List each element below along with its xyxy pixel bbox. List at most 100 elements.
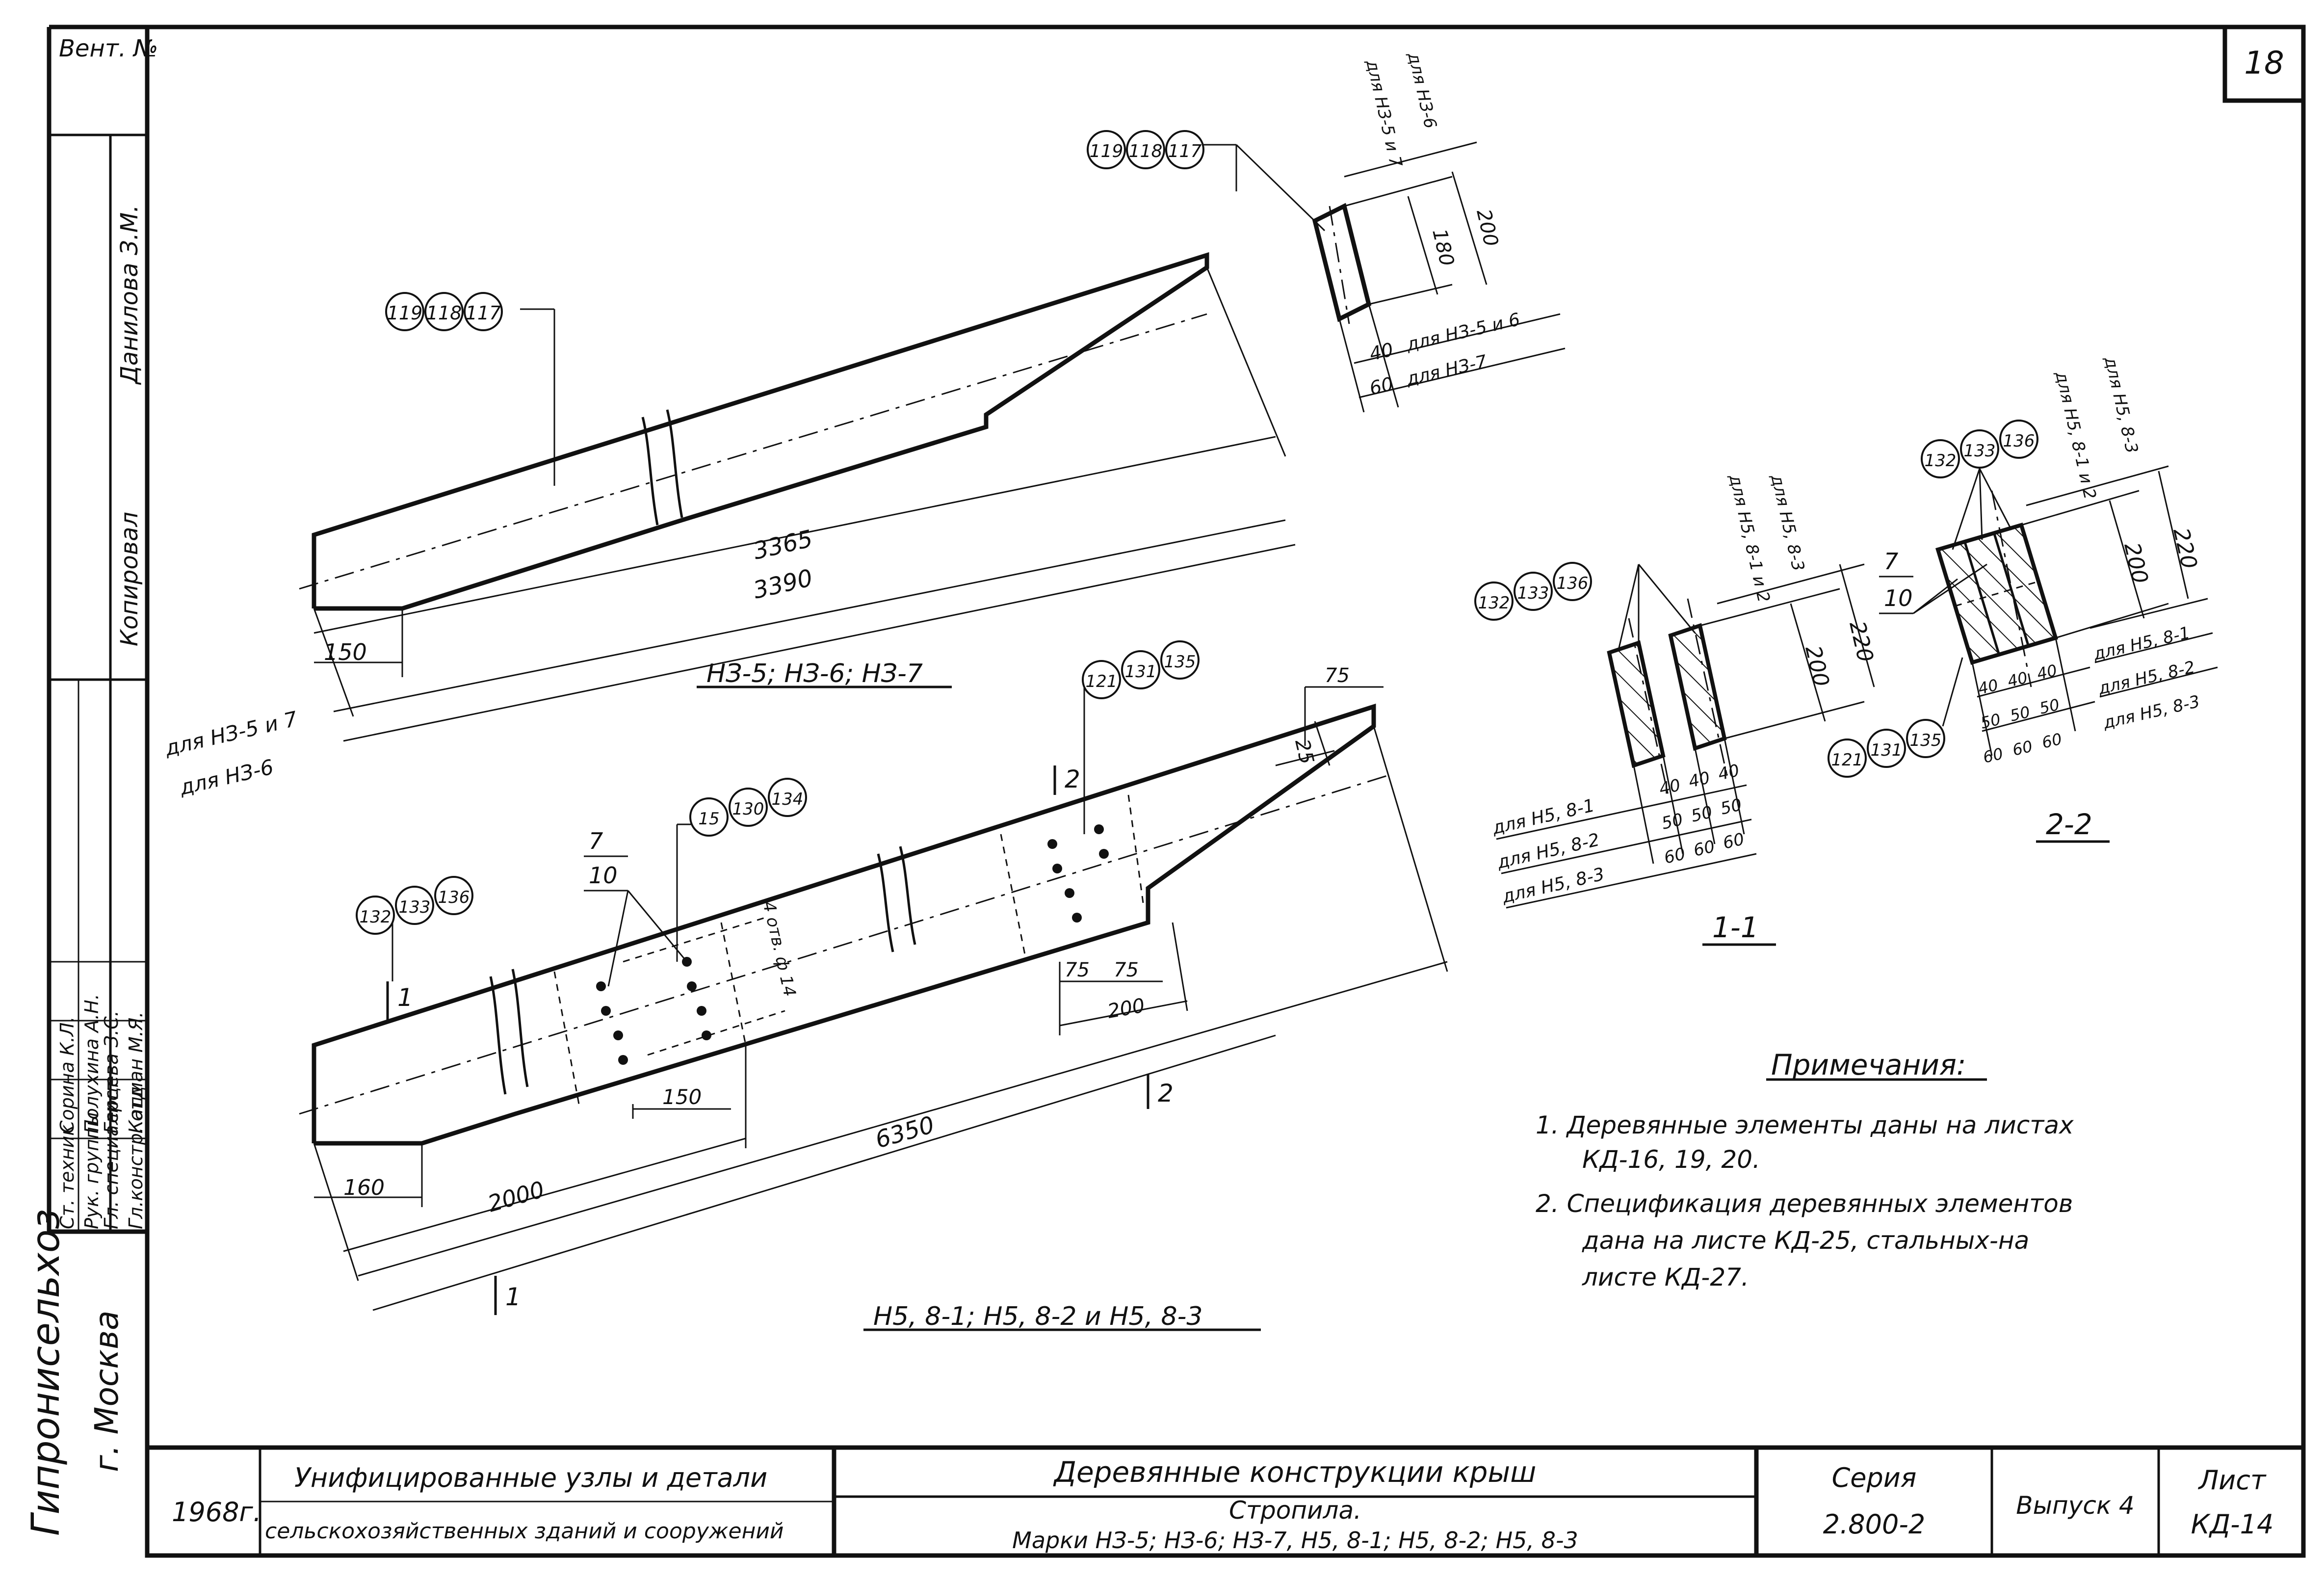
- callout-131-a: 131: [1125, 662, 1157, 682]
- callout-117-top: 117: [466, 302, 501, 324]
- s2-label-83: для Н5, 8-3: [2101, 692, 2202, 733]
- name-3: Полухина А.Н.: [81, 994, 103, 1134]
- section-1-title: 1-1: [1712, 911, 1759, 944]
- topic: Деревянные конструкции крыш: [1053, 1455, 1537, 1489]
- dim-6350: 6350: [872, 1111, 938, 1154]
- s1-label-83-top: для Н5, 8-3: [1767, 472, 1808, 573]
- s2-dim-40-c: 40: [2035, 661, 2059, 684]
- s2-dim-220: 220: [2168, 526, 2202, 571]
- callout-134: 134: [772, 790, 804, 809]
- note-line-2: КД-16, 19, 20.: [1582, 1145, 1760, 1174]
- s2-dim-40-b: 40: [2006, 668, 2029, 691]
- callout-121-a: 121: [1086, 672, 1118, 691]
- section-mark-1-top: 1: [397, 983, 413, 1012]
- notes-title: Примечания:: [1771, 1048, 1966, 1081]
- section-mark-2-bottom: 2: [1158, 1079, 1174, 1107]
- pos-label-7: 7: [589, 828, 603, 854]
- callout-136-s1: 136: [1557, 574, 1589, 593]
- issue-number: Выпуск 4: [2016, 1491, 2134, 1520]
- project-line-2: сельскохозяйственных зданий и сооружений: [265, 1519, 784, 1544]
- s2-dim-200: 200: [2119, 540, 2153, 586]
- dim-3365: 3365: [751, 525, 815, 565]
- callout-121-s2: 121: [1831, 750, 1863, 770]
- left-strip: Вент. № Данилова З.М. Копировал Гл.конст…: [24, 25, 158, 1536]
- s2-dim-40-a: 40: [1976, 676, 2000, 698]
- s2-label-83-top: для Н5, 8-3: [2100, 354, 2141, 455]
- callout-133-s2: 133: [1964, 441, 1996, 461]
- copy-name: Данилова З.М.: [116, 205, 143, 385]
- section-mark-2-top: 2: [1065, 765, 1080, 793]
- section-2-2: 132 133 136 7 10 121 131 135 200 220 для…: [1828, 354, 2218, 843]
- name-4: Сорина К.Л.: [56, 1016, 78, 1134]
- title-bottom-view: Н5, 8-1; Н5, 8-2 и Н5, 8-3: [873, 1302, 1202, 1331]
- role-1: Гл.констр. отд: [125, 1086, 147, 1229]
- callout-130: 130: [732, 799, 764, 819]
- callout-135-a: 135: [1164, 652, 1196, 672]
- sec-top-dim-60: 60: [1367, 373, 1395, 399]
- s2-dim-50-a: 50: [1979, 710, 2002, 733]
- s1-dim-200: 200: [1800, 643, 1834, 689]
- s1-dim-40-c: 40: [1716, 761, 1741, 785]
- sec-top-dim-180: 180: [1428, 227, 1458, 268]
- callout-136-a: 136: [438, 888, 470, 907]
- title-top-view: НЗ-5; НЗ-6; НЗ-7: [706, 659, 923, 688]
- page-number: 18: [2244, 45, 2284, 81]
- s1-dim-60-a: 60: [1662, 844, 1687, 868]
- pos-label-10: 10: [589, 862, 618, 889]
- dim-25: 25: [1290, 737, 1318, 766]
- dim-150-bottom: 150: [662, 1085, 702, 1109]
- project-line-1: Унифицированные узлы и детали: [294, 1462, 767, 1493]
- rafter-view-bottom: 1 1 2 2 160 2000 150 6350 75 75 200 75 2…: [299, 640, 1448, 1331]
- copied-label: Копировал: [116, 512, 143, 646]
- drawing-marks: Марки НЗ-5; НЗ-6; НЗ-7, Н5, 8-1; Н5, 8-2…: [1012, 1527, 1578, 1554]
- callout-132-s2: 132: [1925, 451, 1957, 471]
- s1-label-81: для Н5, 8-1: [1490, 795, 1596, 839]
- role-4: Ст. техник: [56, 1125, 78, 1229]
- rafter-view-top: 150 3365 3390 для НЗ-5 и 7 для НЗ-6 119 …: [162, 252, 1296, 800]
- s2-pos-10: 10: [1884, 585, 1913, 611]
- drawing-name: Стропила.: [1229, 1496, 1361, 1525]
- callout-131-s2: 131: [1871, 740, 1903, 760]
- sec-top-label-nz7: для НЗ-7: [1404, 351, 1489, 390]
- callout-15: 15: [698, 809, 719, 829]
- label-for-nz5-7: для НЗ-5 и 7: [162, 707, 300, 761]
- dim-75-b: 75: [1065, 959, 1090, 981]
- callout-135-s2: 135: [1910, 731, 1942, 750]
- section-top: 119 118 117 180 200 для НЗ-5 и 7 для НЗ-…: [1087, 50, 1566, 413]
- sec-top-label-nz6: для НЗ-6: [1404, 50, 1440, 131]
- s2-dim-50-b: 50: [2008, 703, 2032, 725]
- dim-75-c: 75: [1114, 959, 1139, 981]
- s1-dim-40-b: 40: [1687, 768, 1712, 792]
- s2-dim-60-b: 60: [2011, 737, 2034, 760]
- s2-dim-50-c: 50: [2037, 695, 2061, 718]
- sec-top-dim-200: 200: [1472, 207, 1502, 249]
- name-2: Герцева З.С.: [101, 1010, 122, 1134]
- callout-132-a: 132: [360, 907, 392, 927]
- section-mark-1-bottom: 1: [505, 1283, 521, 1311]
- s1-dim-50-b: 50: [1689, 802, 1714, 826]
- callout-132-s1: 132: [1478, 593, 1510, 613]
- callout-119-sec: 119: [1090, 141, 1123, 161]
- name-1: Кацман М.Я.: [125, 1012, 147, 1134]
- bolts: [596, 824, 1109, 1065]
- title-block: 1968г. Унифицированные узлы и детали сел…: [147, 1445, 2303, 1556]
- dim-160: 160: [343, 1175, 385, 1200]
- role-3: Рук. группы: [81, 1112, 103, 1229]
- s1-dim-40-a: 40: [1657, 775, 1682, 799]
- vent-number-label: Вент. №: [59, 35, 158, 62]
- s1-label-81-2: для Н5, 8-1 и 2: [1725, 472, 1774, 604]
- callout-136-s2: 136: [2003, 431, 2035, 451]
- s1-dim-60-c: 60: [1721, 829, 1746, 853]
- role-2: Гл. специалист: [101, 1079, 122, 1229]
- callout-117-sec: 117: [1168, 141, 1202, 161]
- sheet-frame: 18: [145, 25, 2306, 1558]
- s2-pos-7: 7: [1884, 548, 1898, 575]
- dim-3390: 3390: [751, 564, 815, 605]
- title-year: 1968г.: [172, 1497, 261, 1528]
- note-line-5: листе КД-27.: [1582, 1263, 1749, 1292]
- city-name: г. Москва: [88, 1311, 126, 1472]
- dim-150-top: 150: [324, 639, 367, 665]
- dim-2000: 2000: [485, 1176, 547, 1217]
- s2-label-81-2: для Н5, 8-1 и 2: [2051, 369, 2100, 501]
